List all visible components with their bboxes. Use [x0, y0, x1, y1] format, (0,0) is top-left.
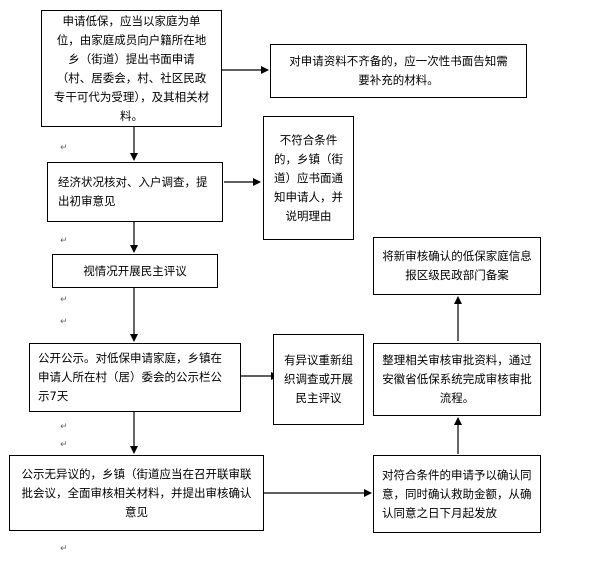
node-organize: 整理相关审核审批资料，通过安徽省低保系统完成审核审批流程。 — [373, 343, 541, 416]
node-objection-text: 有异议重新组织调查或开展民主评议 — [284, 353, 353, 405]
node-democratic: 视情况开展民主评议 — [52, 254, 218, 288]
node-apply-text: 申请低保，应当以家庭为单位，由家庭成员向户籍所在地乡（街道）提出书面申请（村、居… — [53, 13, 210, 123]
node-publicize-text: 公开公示。对低保申请家庭，乡镇在申请人所在村（居）委会的公示栏公示7天 — [38, 351, 222, 403]
node-reject: 不符合条件的，乡镇（街道）应书面通知申请人，并说明理由 — [263, 116, 354, 240]
node-reject-text: 不符合条件的，乡镇（街道）应书面通知申请人，并说明理由 — [274, 132, 343, 223]
node-approve: 对符合条件的申请予以确认同意，同时确认救助金额，从确认同意之日下月起发放 — [373, 455, 541, 533]
return-mark: ↵ — [60, 317, 68, 327]
node-publicize: 公开公示。对低保申请家庭，乡镇在申请人所在村（居）委会的公示栏公示7天 — [29, 343, 241, 412]
node-no-objection: 公示无异议的，乡镇（街道应当在召开联审联批会议，全面审核相关材料，并提出审核确认… — [9, 455, 264, 531]
node-incomplete-text: 对申请资料不齐备的，应一次性书面告知需要补充的材料。 — [289, 54, 508, 87]
node-objection: 有异议重新组织调查或开展民主评议 — [273, 334, 364, 425]
node-file: 将新审核确认的低保家庭信息报区级民政部门备案 — [373, 237, 541, 295]
node-file-text: 将新审核确认的低保家庭信息报区级民政部门备案 — [382, 249, 532, 282]
node-incomplete: 对申请资料不齐备的，应一次性书面告知需要补充的材料。 — [270, 44, 527, 98]
return-mark: ↵ — [60, 295, 68, 305]
return-mark: ↵ — [60, 422, 68, 432]
node-democratic-text: 视情况开展民主评议 — [83, 263, 187, 278]
return-mark: ↵ — [60, 440, 68, 450]
return-mark: ↵ — [60, 143, 68, 153]
node-verify-text: 经济状况核对、入户调查，提出初审意见 — [58, 175, 208, 208]
return-mark: ↵ — [60, 236, 68, 246]
node-apply: 申请低保，应当以家庭为单位，由家庭成员向户籍所在地乡（街道）提出书面申请（村、居… — [41, 10, 222, 127]
node-verify: 经济状况核对、入户调查，提出初审意见 — [47, 162, 223, 222]
return-mark: ↵ — [60, 544, 68, 554]
node-approve-text: 对符合条件的申请予以确认同意，同时确认救助金额，从确认同意之日下月起发放 — [382, 467, 532, 520]
node-organize-text: 整理相关审核审批资料，通过安徽省低保系统完成审核审批流程。 — [382, 353, 532, 405]
node-no-objection-text: 公示无异议的，乡镇（街道应当在召开联审联批会议，全面审核相关材料，并提出审核确认… — [21, 466, 252, 519]
